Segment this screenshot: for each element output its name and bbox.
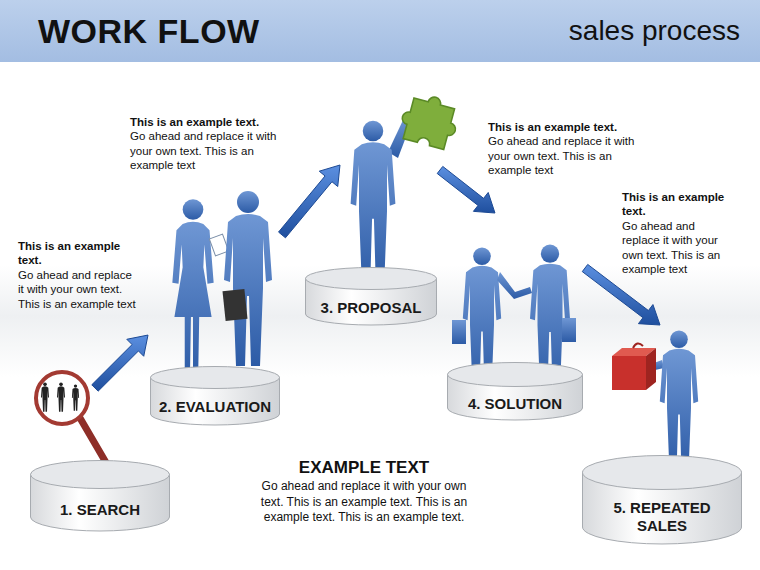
pedestal-shape <box>150 366 280 426</box>
stage-label: 5. REPEATED SALES <box>606 491 718 543</box>
text-callout: sales process <box>520 15 740 47</box>
text-callout: This is an example text.Go ahead and rep… <box>18 239 136 311</box>
floor <box>0 62 760 570</box>
stage-pedestal: 2. EVALUATION <box>148 195 282 430</box>
stage-pedestal: 5. REPEATED SALES <box>580 325 745 547</box>
people-figures <box>172 191 272 379</box>
subtitle: sales process <box>520 15 740 47</box>
stage-pedestal: 4. SOLUTION <box>445 213 585 423</box>
header-rule <box>0 62 760 64</box>
text-callout: This is an example text.Go ahead and rep… <box>130 115 280 173</box>
stage-label: 3. PROPOSAL <box>309 291 433 324</box>
buyer-figure <box>612 330 698 470</box>
header-band <box>0 0 760 62</box>
flow-arrow <box>279 165 340 238</box>
stage-label: 2. EVALUATION <box>153 390 277 424</box>
callout-heading: This is an example text. <box>130 115 280 129</box>
text-callout: EXAMPLE TEXTGo ahead and replace it with… <box>255 457 473 526</box>
text-callout: This is an example text.Go ahead and rep… <box>622 190 734 276</box>
proposal-figure <box>351 90 463 284</box>
pedestal-shape <box>447 362 583 421</box>
text-callout: This is an example text.Go ahead and rep… <box>488 120 640 178</box>
callout-heading: This is an example text. <box>622 190 734 219</box>
callout-text: Go ahead and replace it with your own te… <box>488 134 640 177</box>
callout-heading: This is an example text. <box>18 239 136 268</box>
callout-text: Go ahead and replace it with your own te… <box>622 219 734 277</box>
callout-heading: EXAMPLE TEXT <box>255 457 473 479</box>
callout-text: Go ahead and replace it with your own te… <box>18 268 136 311</box>
callout-text: Go ahead and replace it with your own te… <box>255 479 473 526</box>
pedestal-shape <box>305 267 437 326</box>
callout-text: Go ahead and replace it with your own te… <box>130 129 280 172</box>
stage-pedestal: 3. PROPOSAL <box>303 165 440 330</box>
flow-arrow <box>437 166 495 213</box>
page-title: WORK FLOW <box>38 12 260 51</box>
callout-heading: This is an example text. <box>488 120 640 134</box>
flow-arrow <box>92 335 148 391</box>
stage-label: 4. SOLUTION <box>452 388 578 419</box>
stage-label: 1. SEARCH <box>38 490 162 530</box>
pedestal-shape <box>30 460 170 532</box>
